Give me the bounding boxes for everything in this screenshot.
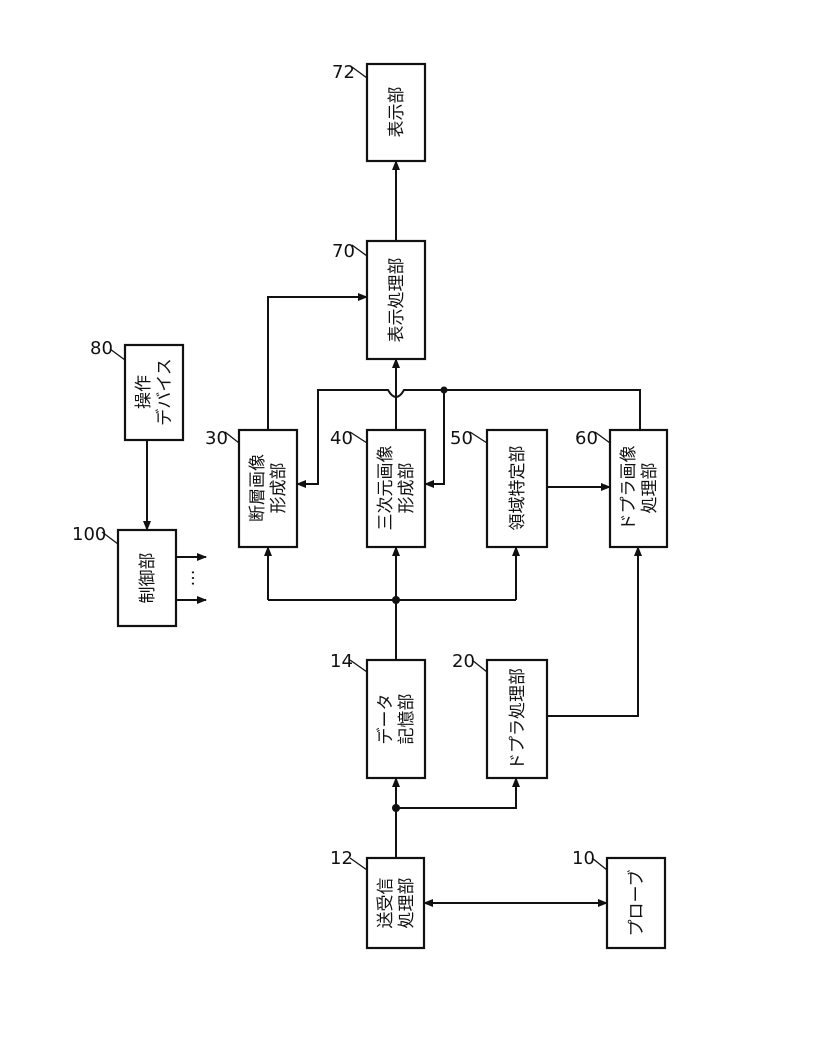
ref-tomo: 30 — [205, 428, 228, 449]
ref-doppler-img: 60 — [575, 428, 598, 449]
threed-label-1: 三次元画像 — [376, 446, 396, 531]
threed-label-2: 形成部 — [397, 463, 417, 514]
op-device-label-1: 操作 — [134, 375, 154, 409]
ref-threed: 40 — [330, 428, 353, 449]
op-device-block: 操作 デバイス — [125, 345, 183, 440]
ref-op-device: 80 — [90, 338, 113, 359]
control-label: 制御部 — [138, 553, 158, 604]
ref-data-store: 14 — [330, 651, 353, 672]
ref-doppler-proc: 20 — [452, 651, 475, 672]
disp-proc-label: 表示処理部 — [387, 258, 407, 343]
control-block: 制御部 — [118, 530, 176, 626]
ref-control: 100 — [72, 524, 106, 545]
txrx-block: 送受信 処理部 — [367, 858, 424, 948]
threed-block: 三次元画像 形成部 — [367, 430, 425, 547]
ref-display: 72 — [332, 62, 355, 83]
region-block: 領域特定部 — [487, 430, 547, 547]
doppler-proc-block: ドプラ処理部 — [487, 660, 547, 778]
junction-dot-txrx — [392, 804, 400, 812]
doppler-img-label-1: ドプラ画像 — [619, 446, 639, 531]
probe-block: プローブ — [607, 858, 665, 948]
doppler-proc-label: ドプラ処理部 — [508, 668, 528, 770]
ref-region: 50 — [450, 428, 473, 449]
doppler-img-block: ドプラ画像 処理部 — [610, 430, 667, 547]
ref-probe: 10 — [572, 848, 595, 869]
data-store-block: データ 記憶部 — [367, 660, 425, 778]
op-device-label-2: デバイス — [154, 358, 175, 426]
ref-txrx: 12 — [330, 848, 353, 869]
wire-dopplerproc-dopplerimg — [547, 547, 638, 716]
data-store-label-2: 記憶部 — [397, 694, 417, 745]
wire-feedback-3d — [425, 390, 444, 484]
control-ellipsis: … — [179, 570, 199, 587]
wire-junction-dopplerproc — [396, 778, 516, 808]
probe-label: プローブ — [626, 870, 647, 937]
region-label: 領域特定部 — [508, 446, 528, 531]
txrx-label-2: 処理部 — [397, 878, 417, 929]
display-label: 表示部 — [387, 87, 407, 138]
txrx-label-1: 送受信 — [376, 878, 396, 929]
junction-dot-feedback — [441, 387, 448, 394]
doppler-img-label-2: 処理部 — [640, 463, 660, 514]
disp-proc-block: 表示処理部 — [367, 241, 425, 359]
tomo-block: 断層画像 形成部 — [239, 430, 297, 547]
display-block: 表示部 — [367, 64, 425, 161]
tomo-label-1: 断層画像 — [248, 454, 268, 522]
ref-disp-proc: 70 — [332, 241, 355, 262]
data-store-label-1: データ — [375, 694, 396, 745]
tomo-label-2: 形成部 — [269, 463, 289, 514]
junction-dot-bus — [392, 596, 400, 604]
